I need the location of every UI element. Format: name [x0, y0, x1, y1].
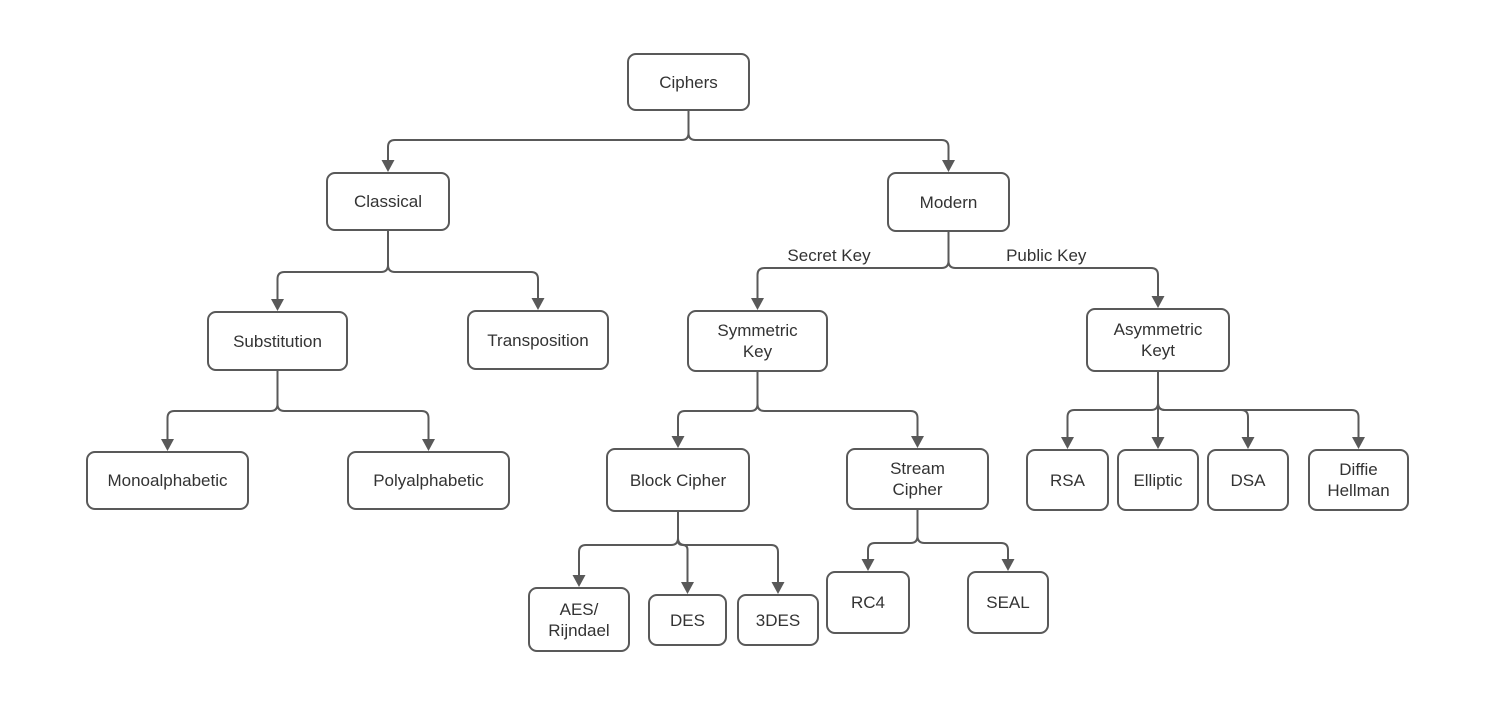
arrowhead-asymmetric: [1151, 296, 1165, 308]
node-rsa: RSA: [1026, 449, 1109, 511]
edge-label-secret-key: Secret Key: [787, 246, 871, 265]
arrowhead-seal: [1001, 559, 1015, 571]
arrowhead-diffie: [1352, 437, 1365, 449]
arrowhead-aes: [572, 575, 586, 587]
node-classical: Classical: [326, 172, 450, 231]
arrowhead-polyalphabetic: [422, 439, 435, 451]
node-ciphers: Ciphers: [627, 53, 750, 111]
edge-label-public-key: Public Key: [1006, 246, 1087, 265]
node-modern: Modern: [887, 172, 1010, 232]
edge-block-des: [677, 512, 689, 584]
edge-asymmetric-dsa: [1157, 372, 1249, 439]
arrowhead-des: [681, 582, 694, 594]
arrowhead-modern: [942, 160, 955, 172]
edge-block-aes: [578, 512, 679, 577]
edge-symmetric-block: [677, 372, 759, 438]
arrowhead-transposition: [531, 298, 545, 310]
arrowhead-classical: [381, 160, 395, 172]
edge-substitution-polyalphabetic: [276, 371, 430, 441]
node-tdes: 3DES: [737, 594, 819, 646]
node-monoalphabetic: Monoalphabetic: [86, 451, 249, 510]
arrowhead-symmetric: [751, 298, 764, 310]
arrowhead-dsa: [1241, 437, 1255, 449]
node-dsa: DSA: [1207, 449, 1289, 511]
edge-stream-rc4: [867, 510, 919, 561]
edge-classical-transposition: [387, 231, 539, 300]
node-diffie: Diffie Hellman: [1308, 449, 1409, 511]
edge-asymmetric-diffie: [1157, 372, 1360, 439]
node-rc4: RC4: [826, 571, 910, 634]
edge-ciphers-modern: [687, 111, 950, 162]
node-stream: Stream Cipher: [846, 448, 989, 510]
node-elliptic: Elliptic: [1117, 449, 1199, 511]
arrowhead-elliptic: [1151, 437, 1165, 449]
arrowhead-substitution: [271, 299, 284, 311]
node-aes: AES/ Rijndael: [528, 587, 630, 652]
edge-symmetric-stream: [756, 372, 919, 438]
node-seal: SEAL: [967, 571, 1049, 634]
node-substitution: Substitution: [207, 311, 348, 371]
edge-substitution-monoalphabetic: [166, 371, 279, 441]
arrowhead-rc4: [861, 559, 875, 571]
arrowhead-rsa: [1061, 437, 1074, 449]
node-asymmetric: Asymmetric Keyt: [1086, 308, 1230, 372]
edge-asymmetric-rsa: [1066, 372, 1159, 439]
arrowhead-stream: [911, 436, 924, 448]
node-symmetric: Symmetric Key: [687, 310, 828, 372]
arrowhead-monoalphabetic: [161, 439, 174, 451]
arrowhead-block: [671, 436, 685, 448]
edge-block-tdes: [677, 512, 779, 584]
edge-ciphers-classical: [387, 111, 690, 162]
edge-stream-seal: [916, 510, 1009, 561]
node-transposition: Transposition: [467, 310, 609, 370]
edge-classical-substitution: [276, 231, 389, 301]
arrowhead-tdes: [771, 582, 785, 594]
edge-modern-symmetric: [756, 232, 950, 300]
node-polyalphabetic: Polyalphabetic: [347, 451, 510, 510]
node-block: Block Cipher: [606, 448, 750, 512]
edge-modern-asymmetric: [947, 232, 1159, 298]
node-des: DES: [648, 594, 727, 646]
